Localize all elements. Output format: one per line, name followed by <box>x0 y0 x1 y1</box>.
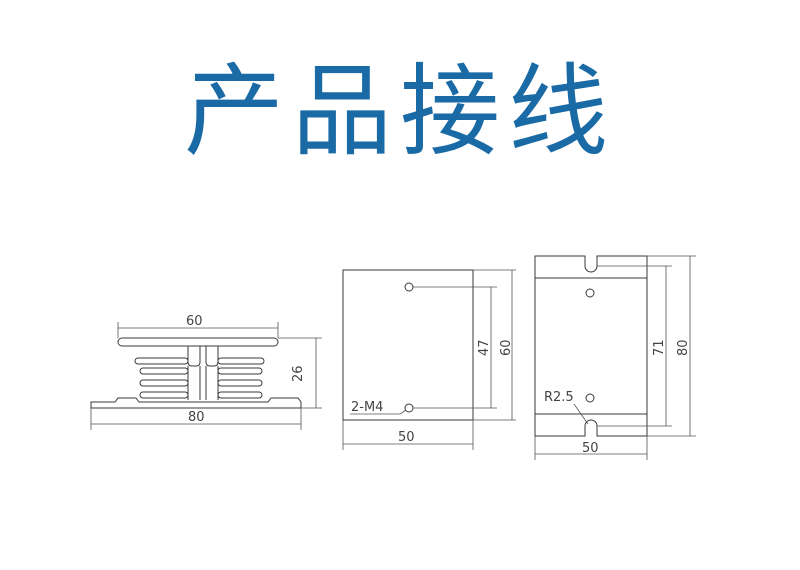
front-hole-label: 2-M4 <box>351 400 383 415</box>
side-outer-height: 80 <box>676 339 691 356</box>
front-height: 60 <box>499 339 514 356</box>
heatsink-drawing <box>90 322 322 430</box>
page-title: 产品接线 <box>184 53 616 170</box>
front-view-drawing <box>342 269 516 450</box>
heatsink-height: 26 <box>291 365 306 382</box>
front-width: 50 <box>398 430 415 445</box>
heatsink-bottom-width: 80 <box>188 410 205 425</box>
heatsink-top-width: 60 <box>186 314 203 329</box>
side-view-drawing <box>534 255 696 460</box>
side-width: 50 <box>582 441 599 456</box>
side-inner-height: 71 <box>652 339 667 356</box>
front-hole-spacing: 47 <box>477 339 492 356</box>
side-radius-label: R2.5 <box>544 390 574 405</box>
